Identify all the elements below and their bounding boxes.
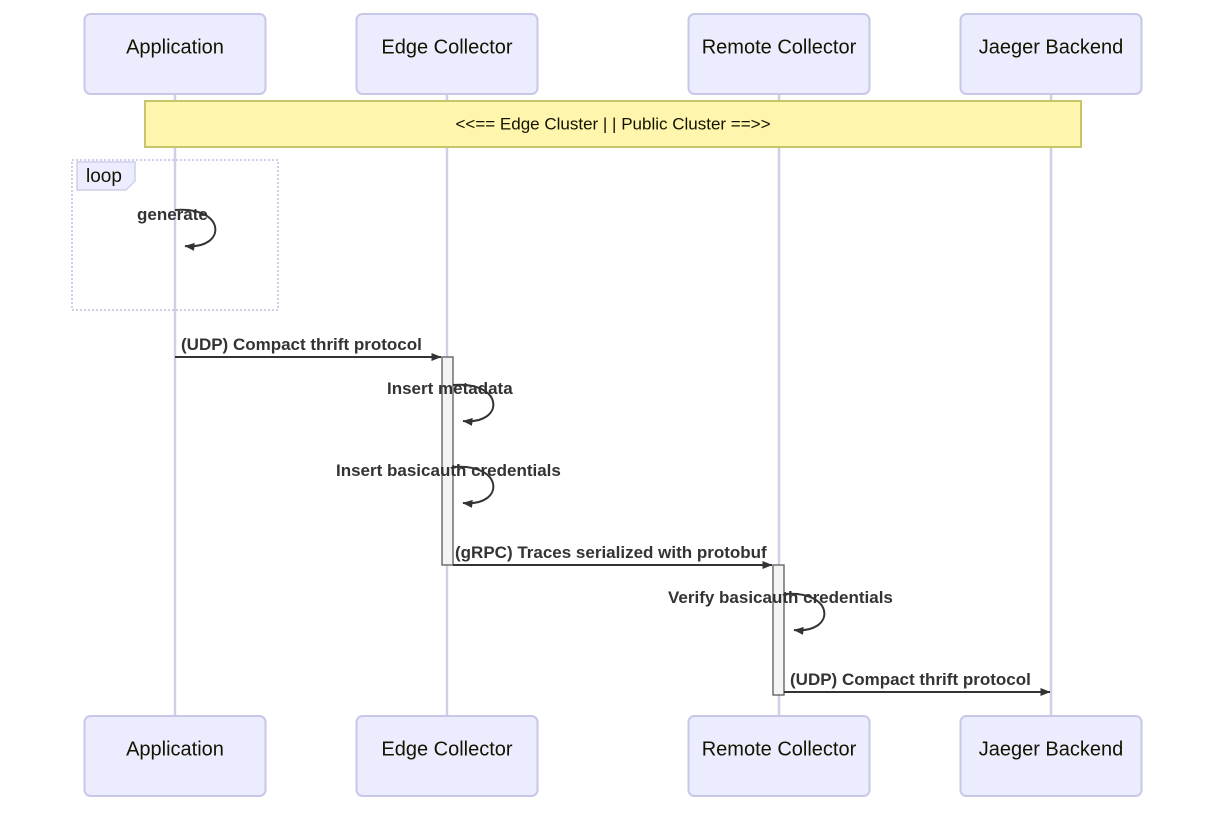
lifelines-layer xyxy=(173,94,1053,716)
message-label-m5: (gRPC) Traces serialized with protobuf xyxy=(455,543,767,562)
message-label-m7: (UDP) Compact thrift protocol xyxy=(790,670,1031,689)
self-message-arrow-m1 xyxy=(174,208,217,251)
participant-box-bottom-remote-collector[interactable] xyxy=(687,715,871,797)
fragment-tag-shape xyxy=(76,161,136,191)
note-banner-label: <<== Edge Cluster | | Public Cluster ==>… xyxy=(455,114,770,133)
message-label-m4: Insert basicauth credentials xyxy=(336,461,561,480)
participant-label-bottom-jaeger-backend: Jaeger Backend xyxy=(979,738,1124,760)
fragment-box-loop xyxy=(71,159,279,311)
fragment-tag-label: loop xyxy=(86,166,122,187)
participant-label-top-application: Application xyxy=(126,36,224,58)
participant-box-bottom-jaeger-backend[interactable] xyxy=(959,715,1143,797)
note-layer: <<== Edge Cluster | | Public Cluster ==>… xyxy=(144,100,1082,148)
participant-label-bottom-remote-collector: Remote Collector xyxy=(702,738,857,760)
message-label-m2: (UDP) Compact thrift protocol xyxy=(181,335,422,354)
message-label-m1: generate xyxy=(137,205,208,224)
participant-label-bottom-edge-collector: Edge Collector xyxy=(381,738,513,760)
message-label-m3: Insert metadata xyxy=(387,379,513,398)
activations-layer xyxy=(441,356,785,696)
self-message-arrow-m3 xyxy=(452,383,495,426)
participant-box-top-jaeger-backend[interactable] xyxy=(959,13,1143,95)
activation-bar-edge-collector xyxy=(441,356,454,566)
participant-box-bottom-edge-collector[interactable] xyxy=(355,715,539,797)
note-banner xyxy=(144,100,1082,148)
participant-box-top-application[interactable] xyxy=(83,13,267,95)
messages-layer: generate(UDP) Compact thrift protocolIns… xyxy=(137,205,1051,696)
self-message-arrow-m4 xyxy=(452,465,495,508)
fragments-layer: loop xyxy=(71,159,279,311)
participant-label-top-remote-collector: Remote Collector xyxy=(702,36,857,58)
participant-label-top-edge-collector: Edge Collector xyxy=(381,36,513,58)
participant-box-bottom-application[interactable] xyxy=(83,715,267,797)
message-label-m6: Verify basicauth credentials xyxy=(668,588,893,607)
participant-label-bottom-application: Application xyxy=(126,738,224,760)
participant-label-top-jaeger-backend: Jaeger Backend xyxy=(979,36,1124,58)
participant-box-top-remote-collector[interactable] xyxy=(687,13,871,95)
participant-box-top-edge-collector[interactable] xyxy=(355,13,539,95)
self-message-arrow-m6 xyxy=(783,592,826,635)
activation-bar-remote-collector xyxy=(772,564,785,696)
